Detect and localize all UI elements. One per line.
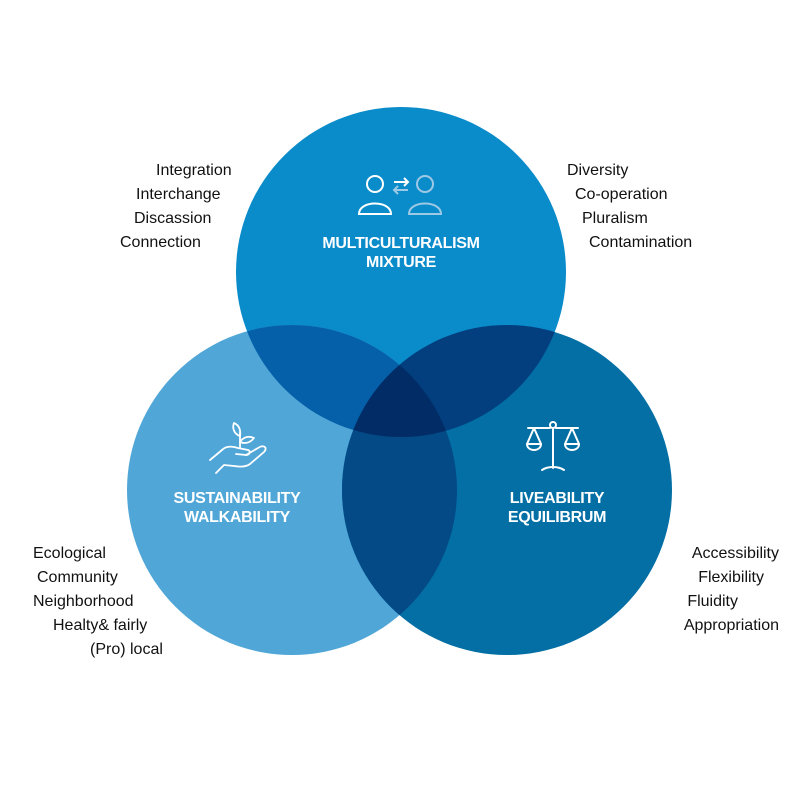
keyword: Accessibility bbox=[691, 545, 779, 562]
keyword: Integration bbox=[156, 162, 232, 179]
keyword: (Pro) local bbox=[90, 641, 163, 658]
overlap-center bbox=[342, 325, 457, 437]
keyword: Flexibility bbox=[698, 569, 764, 586]
label-multiculturalism: MULTICULTURALISM MIXTURE bbox=[301, 234, 501, 272]
keyword: Appropriation bbox=[683, 617, 779, 634]
title-line1: LIVEABILITY bbox=[509, 490, 605, 507]
scales-icon bbox=[526, 421, 580, 471]
keyword: Discassion bbox=[134, 210, 212, 227]
keyword: Community bbox=[37, 569, 118, 586]
keyword: Diversity bbox=[567, 162, 629, 179]
keywords-bottom-left: Ecological Community Neighborhood Healty… bbox=[33, 542, 163, 662]
keywords-top-left: Integration Interchange Discassion Conne… bbox=[120, 159, 232, 255]
keyword: Healty& fairly bbox=[53, 617, 148, 634]
keywords-top-right: Diversity Co-operation Pluralism Contami… bbox=[567, 159, 692, 255]
title-line2: WALKABILITY bbox=[183, 509, 291, 526]
keyword: Neighborhood bbox=[33, 593, 134, 610]
title-line1: SUSTAINABILITY bbox=[173, 490, 301, 507]
keywords-bottom-right: Accessibility Flexibility Fluidity Appro… bbox=[684, 542, 779, 638]
keyword: Contamination bbox=[589, 234, 693, 251]
people-exchange-icon bbox=[357, 175, 443, 215]
title-line2: EQUILIBRUM bbox=[507, 509, 607, 526]
keyword: Co-operation bbox=[575, 186, 668, 203]
hand-plant-icon bbox=[209, 422, 267, 474]
keyword: Connection bbox=[120, 234, 201, 251]
title-line1: MULTICULTURALISM bbox=[322, 235, 480, 252]
keyword: Fluidity bbox=[687, 593, 738, 610]
keyword: Ecological bbox=[33, 545, 106, 562]
label-liveability: LIVEABILITY EQUILIBRUM bbox=[457, 489, 657, 527]
label-sustainability: SUSTAINABILITY WALKABILITY bbox=[137, 489, 337, 527]
keyword: Pluralism bbox=[582, 210, 648, 227]
title-line2: MIXTURE bbox=[366, 254, 436, 271]
keyword: Interchange bbox=[136, 186, 221, 203]
